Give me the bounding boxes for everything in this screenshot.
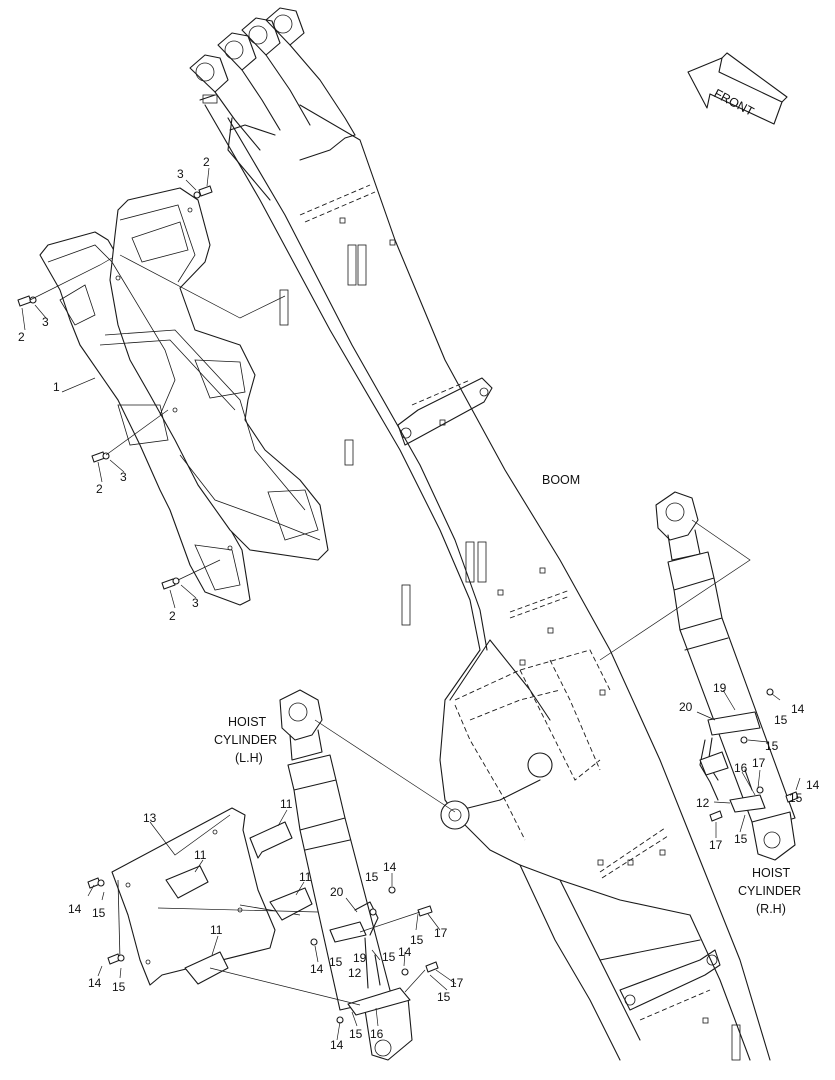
callout-12: 12	[348, 966, 362, 980]
callout-15: 15	[112, 980, 126, 994]
hoist-rh-line2: CYLINDER	[738, 884, 801, 898]
callout-15: 15	[410, 933, 424, 947]
callout-15: 15	[382, 950, 396, 964]
callout-14: 14	[88, 976, 102, 990]
callout-15: 15	[349, 1027, 363, 1041]
callout-3: 3	[42, 315, 49, 329]
callout-2: 2	[169, 609, 176, 623]
boom-inner-edge	[227, 117, 488, 651]
callout-14: 14	[398, 945, 412, 959]
cover-plate-right	[109, 187, 329, 561]
boom-top-ears	[189, 7, 356, 151]
part-callouts: 1 2 3 2 3 2 3 2 3 11 11 11 11 13 14 15 1…	[18, 155, 820, 1052]
hoist-lh-line2: CYLINDER	[214, 733, 277, 747]
hoist-rh-line3: (R.H)	[756, 902, 786, 916]
callout-11: 11	[194, 848, 207, 862]
hoist-cylinder-rh	[599, 491, 799, 861]
callout-15: 15	[437, 990, 451, 1004]
callout-leaders	[87, 689, 801, 1041]
callout-3: 3	[192, 596, 199, 610]
callout-15: 15	[765, 739, 779, 753]
callout-15: 15	[329, 955, 343, 969]
front-label: FRONT	[712, 86, 757, 119]
front-arrow: FRONT	[687, 52, 788, 125]
boom-lower-edge	[299, 104, 771, 1061]
callout-20: 20	[679, 700, 693, 714]
callout-17: 17	[434, 926, 448, 940]
hoist-lh-label: HOIST CYLINDER (L.H)	[214, 715, 277, 765]
hoist-lh-line1: HOIST	[228, 715, 267, 729]
callout-14: 14	[791, 702, 805, 716]
callout-17: 17	[450, 976, 464, 990]
callout-19: 19	[353, 951, 367, 965]
callout-14: 14	[806, 778, 820, 792]
boom-pads	[279, 184, 741, 1061]
callout-12: 12	[696, 796, 710, 810]
callout-16: 16	[370, 1027, 384, 1041]
boom-hidden-lines	[454, 649, 611, 841]
callout-3: 3	[120, 470, 127, 484]
boom-upper-edge	[204, 104, 481, 651]
callout-15: 15	[774, 713, 788, 727]
callout-2: 2	[96, 482, 103, 496]
callout-13: 13	[143, 811, 157, 825]
callout-2: 2	[203, 155, 210, 169]
cover-bolts	[17, 185, 213, 590]
callout-15: 15	[789, 791, 803, 805]
callout-17: 17	[709, 838, 723, 852]
callout-11: 11	[299, 870, 312, 884]
callout-17: 17	[752, 756, 766, 770]
callout-14: 14	[330, 1038, 344, 1052]
lh-guard-plate	[87, 807, 361, 1006]
callout-15: 15	[92, 906, 106, 920]
hoist-lh-line3: (L.H)	[235, 751, 263, 765]
top-cover-assembly	[17, 167, 329, 609]
callout-19: 19	[713, 681, 727, 695]
callout-14: 14	[68, 902, 82, 916]
callout-16: 16	[734, 761, 748, 775]
callout-15: 15	[365, 870, 379, 884]
hoist-rh-line1: HOIST	[752, 866, 791, 880]
callout-1: 1	[53, 380, 60, 394]
hoist-rh-label: HOIST CYLINDER (R.H)	[738, 866, 801, 916]
callout-2: 2	[18, 330, 25, 344]
callout-14: 14	[310, 962, 324, 976]
callout-11: 11	[280, 797, 293, 811]
callout-20: 20	[330, 885, 344, 899]
callout-11: 11	[210, 923, 223, 937]
callout-15: 15	[734, 832, 748, 846]
boom	[189, 7, 771, 1061]
callout-14: 14	[383, 860, 397, 874]
callout-3: 3	[177, 167, 184, 181]
boom-label: BOOM	[542, 473, 580, 487]
